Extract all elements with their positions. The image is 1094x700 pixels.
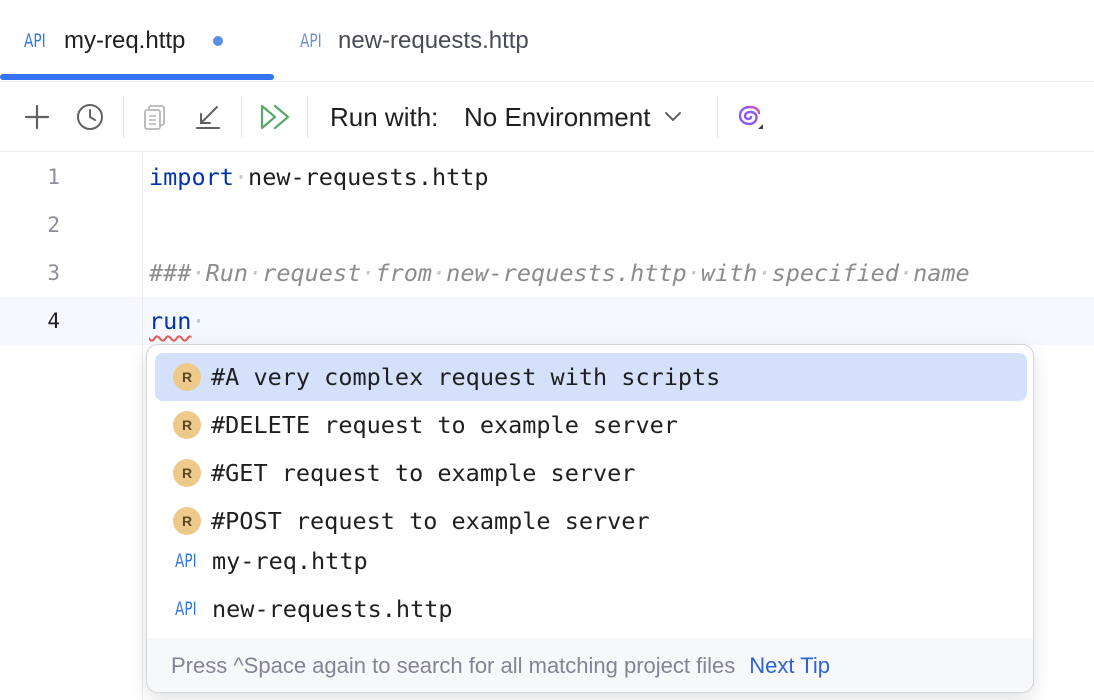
line-number: 2: [47, 213, 60, 237]
api-file-icon: API: [175, 550, 197, 572]
code-text: import·new-requests.http: [149, 153, 489, 201]
completion-hint: Press ^Space again to search for all mat…: [171, 653, 736, 678]
tab-my-req-http[interactable]: API my-req.http: [24, 0, 224, 82]
completion-popup: R #A very complex request with scripts R…: [146, 344, 1034, 693]
code-line: 1 import·new-requests.http: [0, 153, 1094, 201]
add-icon: [24, 104, 50, 130]
api-file-icon: API: [300, 30, 322, 52]
completion-footer: Press ^Space again to search for all mat…: [147, 638, 1033, 692]
environment-value: No Environment: [464, 101, 651, 132]
completion-item-label: #DELETE request to example server: [211, 411, 678, 439]
chevron-down-icon: [664, 111, 682, 123]
completion-item-label: #GET request to example server: [211, 459, 636, 487]
copy-icon: [144, 105, 165, 130]
import-icon: [196, 106, 220, 129]
line-number: 1: [47, 165, 60, 189]
run-all-button[interactable]: [255, 98, 293, 136]
api-file-icon: API: [175, 598, 197, 620]
completion-item-label: #POST request to example server: [211, 507, 650, 535]
code-line-current: 4 run·: [0, 297, 1094, 345]
completion-item-label: #A very complex request with scripts: [211, 363, 721, 391]
request-icon: R: [173, 411, 201, 439]
line-number: 4: [47, 309, 60, 333]
keyword-token: run: [149, 307, 192, 335]
completion-item[interactable]: API my-req.http: [155, 537, 1027, 585]
run-all-icon: [260, 104, 290, 130]
environment-select[interactable]: No Environment: [464, 82, 682, 152]
code-line: 3 ###·Run·request·from·new-requests.http…: [0, 249, 1094, 297]
tab-new-requests-http[interactable]: API new-requests.http: [300, 0, 529, 82]
import-button[interactable]: [189, 98, 227, 136]
history-icon: [77, 104, 103, 130]
toolbar-separator: [717, 96, 718, 138]
keyword-token: import: [149, 163, 234, 191]
completion-item[interactable]: R #GET request to example server: [155, 449, 1027, 497]
ai-assistant-icon: [738, 105, 763, 129]
completion-item-label: my-req.http: [212, 547, 368, 575]
code-line: 2: [0, 201, 1094, 249]
ai-assistant-button[interactable]: [731, 98, 769, 136]
editor-tab-bar: API my-req.http API new-requests.http: [0, 0, 1094, 82]
run-with-label: Run with:: [330, 101, 439, 132]
completion-item-label: new-requests.http: [212, 595, 453, 623]
comment-token: ###·Run·request·from·new-requests.http·w…: [149, 259, 970, 287]
tab-label: my-req.http: [64, 27, 186, 54]
add-request-button[interactable]: [18, 98, 56, 136]
request-icon: R: [173, 363, 201, 391]
code-editor[interactable]: 1 import·new-requests.http 2 3 ###·Run·r…: [0, 153, 1094, 700]
next-tip-link[interactable]: Next Tip: [749, 653, 830, 678]
completion-item[interactable]: API new-requests.http: [155, 585, 1027, 633]
import-target-token: new-requests.http: [248, 163, 489, 191]
toolbar-separator: [307, 96, 308, 138]
completion-item[interactable]: R #A very complex request with scripts: [155, 353, 1027, 401]
completion-item[interactable]: R #POST request to example server: [155, 497, 1027, 545]
api-file-icon: API: [24, 30, 46, 52]
copy-button[interactable]: [136, 98, 174, 136]
gutter-divider: [142, 153, 143, 700]
toolbar-separator: [123, 96, 124, 138]
toolbar-separator: [241, 96, 242, 138]
history-button[interactable]: [71, 98, 109, 136]
active-tab-indicator: [0, 74, 274, 80]
completion-item[interactable]: R #DELETE request to example server: [155, 401, 1027, 449]
whitespace-marker: ·: [191, 307, 206, 335]
line-number: 3: [47, 261, 60, 285]
request-icon: R: [173, 459, 201, 487]
modified-indicator-icon: [213, 36, 224, 46]
whitespace-marker: ·: [233, 163, 249, 191]
http-client-toolbar: Run with: No Environment: [0, 82, 1094, 152]
request-icon: R: [173, 507, 201, 535]
tab-label: new-requests.http: [338, 27, 529, 54]
code-text: run·: [149, 297, 206, 345]
